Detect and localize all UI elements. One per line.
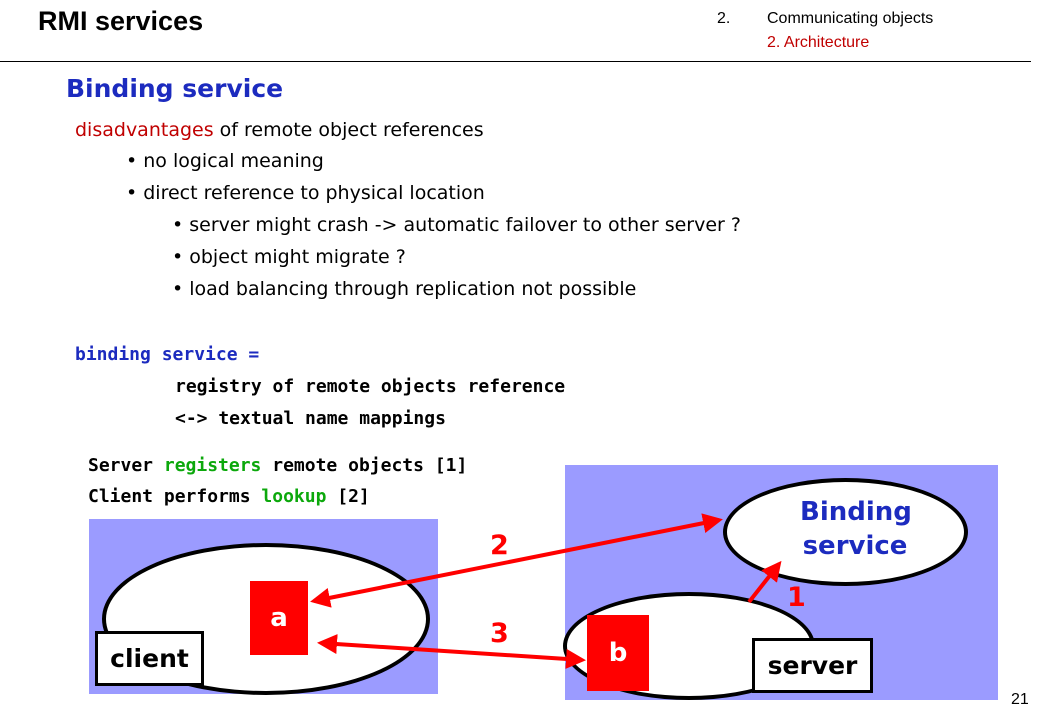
sub-bullet-item: • object might migrate ?	[172, 246, 406, 268]
sub-bullet-item: • server might crash -> automatic failov…	[172, 214, 741, 236]
breadcrumb: 2.Communicating objects 2. Architecture	[717, 7, 933, 55]
definition-term: binding service =	[75, 344, 260, 365]
bullet-item: • no logical meaning	[126, 150, 324, 172]
page-number: 21	[1011, 691, 1029, 708]
binding-service-label: Binding service	[800, 497, 912, 561]
step-register: Server registers remote objects [1]	[88, 455, 468, 476]
slide-title: RMI services	[38, 6, 204, 36]
breadcrumb-item: 2.Communicating objects	[717, 10, 934, 27]
definition-line: <-> textual name mappings	[175, 408, 446, 429]
lookup-arrow	[310, 513, 723, 608]
binding-service-ellipse	[723, 478, 968, 586]
server-label: server	[752, 638, 873, 693]
arrow-label-3: 3	[490, 618, 509, 649]
invoke-arrow	[317, 634, 586, 669]
sub-bullet-item: • load balancing through replication not…	[172, 278, 637, 300]
arrow-label-1: 1	[787, 582, 806, 613]
register-arrow	[747, 560, 782, 604]
bullet-item: • direct reference to physical location	[126, 182, 485, 204]
client-label: client	[95, 631, 204, 686]
step-lookup: Client performs lookup [2]	[88, 486, 370, 507]
remote-ref-a: a	[250, 581, 308, 655]
arrow-label-2: 2	[490, 530, 509, 561]
definition-line: registry of remote objects reference	[175, 376, 566, 397]
remote-object-b: b	[587, 615, 649, 691]
disadvantages-heading: disadvantages of remote object reference…	[75, 119, 484, 141]
header-divider	[0, 61, 1031, 62]
breadcrumb-item-current: 2. Architecture	[767, 34, 870, 51]
section-title: Binding service	[66, 74, 284, 103]
